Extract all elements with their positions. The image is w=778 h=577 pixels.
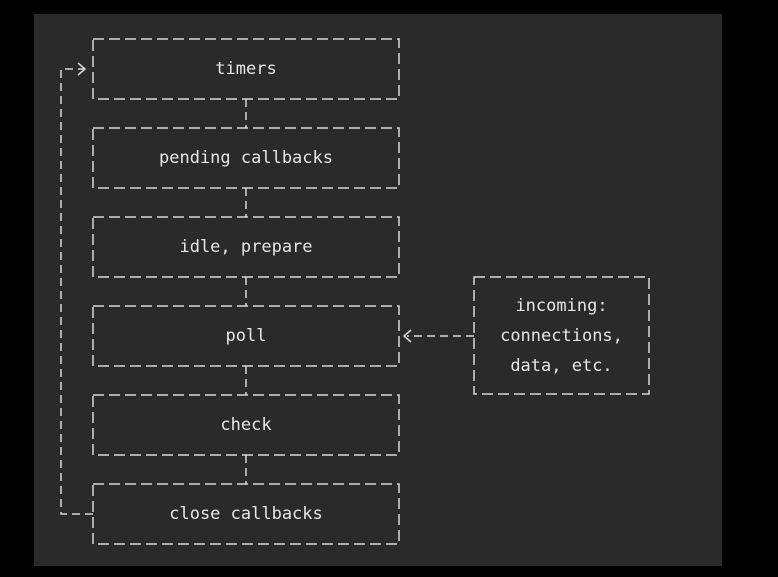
phase-label-close-callbacks: close callbacks xyxy=(169,504,323,524)
poll-arrowhead xyxy=(402,329,412,343)
phase-label-timers: timers xyxy=(215,59,277,79)
phase-label-check: check xyxy=(220,415,272,435)
loop-arrowhead xyxy=(77,62,87,76)
incoming-label-line-2: connections, xyxy=(500,326,623,346)
phase-label-idle-prepare: idle, prepare xyxy=(179,237,313,257)
phase-label-poll: poll xyxy=(225,326,267,346)
diagram-panel xyxy=(34,14,722,566)
loop-back-line xyxy=(60,68,93,515)
incoming-label-line-1: incoming: xyxy=(515,296,608,316)
phase-label-pending-callbacks: pending callbacks xyxy=(159,148,333,168)
incoming-label-line-3: data, etc. xyxy=(510,356,613,376)
incoming-box xyxy=(473,276,650,395)
